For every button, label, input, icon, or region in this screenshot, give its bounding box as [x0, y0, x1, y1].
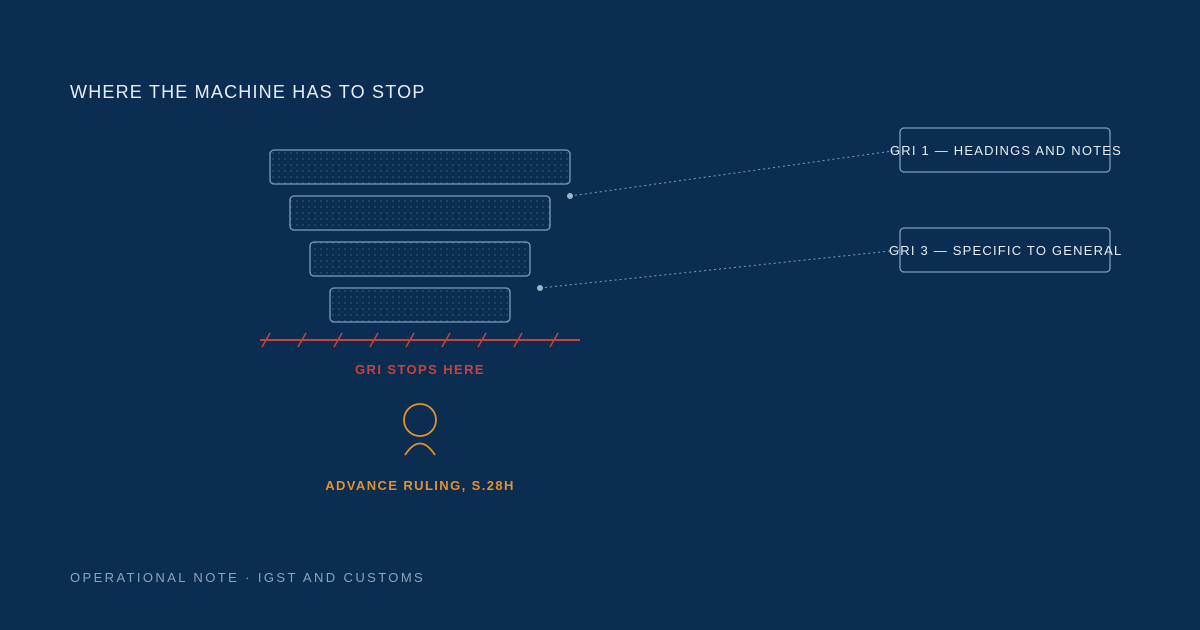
page-title: WHERE THE MACHINE HAS TO STOP	[70, 82, 426, 102]
person-icon	[403, 403, 437, 456]
stop-label: GRI STOPS HERE	[355, 362, 485, 377]
connectors	[537, 149, 901, 291]
callout-label-2: GRI 3 — SPECIFIC TO GENERAL	[889, 243, 1122, 258]
callout-box-1	[899, 127, 1111, 173]
stop-line-hatches	[261, 332, 559, 348]
callout-box-2	[899, 227, 1111, 273]
funnel-layer-2	[289, 195, 551, 231]
ruling-label: ADVANCE RULING, S.28H	[325, 478, 515, 493]
funnel-layer-1	[269, 149, 571, 185]
callout-label-1: GRI 1 — HEADINGS AND NOTES	[890, 143, 1122, 158]
funnel-layer-3	[309, 241, 531, 277]
stop-line	[260, 332, 580, 348]
funnel-layers	[269, 149, 571, 323]
connector-dot-2	[537, 285, 543, 291]
callout-gri-3: GRI 3 — SPECIFIC TO GENERAL	[889, 227, 1122, 273]
funnel-layer-4	[329, 287, 511, 323]
connector-line-2	[539, 249, 901, 289]
callout-gri-1: GRI 1 — HEADINGS AND NOTES	[890, 127, 1122, 173]
connector-line-1	[569, 149, 901, 197]
footer-note: OPERATIONAL NOTE · IGST AND CUSTOMS	[70, 570, 426, 585]
connector-dot-1	[567, 193, 573, 199]
